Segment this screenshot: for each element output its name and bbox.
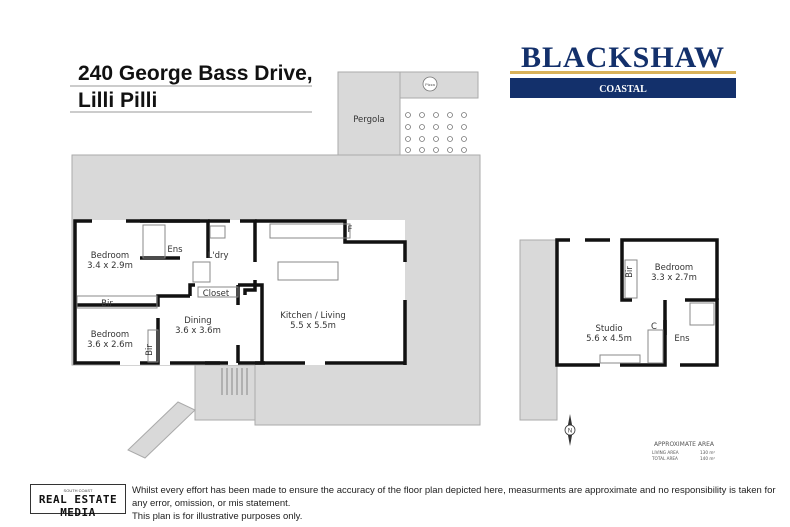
svg-text:F: F xyxy=(348,225,353,235)
svg-text:3.6 x 2.6m: 3.6 x 2.6m xyxy=(87,340,133,350)
studio-walls xyxy=(555,238,719,367)
main-house-walls xyxy=(73,219,407,365)
studio-labels: Bedroom 3.3 x 2.7m Bir Studio 5.6 x 4.5m… xyxy=(586,263,697,344)
pergola-posts xyxy=(405,76,467,153)
svg-text:5.6 x 4.5m: 5.6 x 4.5m xyxy=(586,334,632,344)
svg-text:Studio: Studio xyxy=(595,324,622,334)
svg-text:130 m²: 130 m² xyxy=(700,450,715,455)
approximate-area: APPROXIMATE AREA LIVING AREA 130 m² TOTA… xyxy=(651,441,715,461)
address-line-2: Lilli Pilli xyxy=(78,89,157,112)
svg-text:Ens: Ens xyxy=(674,334,690,344)
svg-text:Bir: Bir xyxy=(625,266,635,278)
svg-text:3.4 x 2.9m: 3.4 x 2.9m xyxy=(87,261,133,271)
north-arrow-icon: N xyxy=(564,414,576,446)
pergola-label: Pergola xyxy=(353,115,385,125)
studio-fixtures xyxy=(599,259,715,364)
svg-text:Bedroom: Bedroom xyxy=(91,251,129,261)
svg-text:C: C xyxy=(651,322,657,332)
svg-text:140 m²: 140 m² xyxy=(700,456,715,461)
svg-text:3.3 x 2.7m: 3.3 x 2.7m xyxy=(651,273,697,283)
svg-text:Dining: Dining xyxy=(184,316,211,326)
svg-text:BLACKSHAW: BLACKSHAW xyxy=(521,41,725,74)
real-estate-media-logo: SOUTH COAST REAL ESTATE MEDIA xyxy=(30,484,126,519)
svg-text:TOTAL AREA: TOTAL AREA xyxy=(651,456,678,461)
svg-text:Bedroom: Bedroom xyxy=(655,263,693,273)
disclaimer-line-2: This plan is for illustrative purposes o… xyxy=(132,511,303,522)
svg-text:N: N xyxy=(568,429,572,435)
svg-text:LIVING AREA: LIVING AREA xyxy=(652,450,679,455)
svg-text:L'dry: L'dry xyxy=(208,251,229,261)
pizza-oven-label: Pizza xyxy=(425,82,436,87)
svg-text:Kitchen / Living: Kitchen / Living xyxy=(280,311,346,321)
svg-text:5.5 x 5.5m: 5.5 x 5.5m xyxy=(290,321,336,331)
svg-text:Bir: Bir xyxy=(145,344,155,356)
svg-text:Bedroom: Bedroom xyxy=(91,330,129,340)
address-line-1: 240 George Bass Drive, xyxy=(78,62,313,85)
blackshaw-logo: BLACKSHAW COASTAL xyxy=(510,41,736,98)
svg-text:Ens: Ens xyxy=(167,245,183,255)
svg-text:Closet: Closet xyxy=(203,289,230,299)
disclaimer-line-1: Whilst every effort has been made to ens… xyxy=(132,485,776,509)
svg-text:COASTAL: COASTAL xyxy=(599,84,647,95)
disclaimer: Whilst every effort has been made to ens… xyxy=(132,484,790,523)
room-labels: Bedroom 3.4 x 2.9m Ens L'dry Closet Bir … xyxy=(87,225,352,356)
stairs xyxy=(221,368,248,395)
svg-text:APPROXIMATE AREA: APPROXIMATE AREA xyxy=(654,441,715,448)
fixtures xyxy=(76,223,351,363)
svg-text:Bir: Bir xyxy=(101,299,113,309)
svg-text:3.6 x 3.6m: 3.6 x 3.6m xyxy=(175,326,221,336)
